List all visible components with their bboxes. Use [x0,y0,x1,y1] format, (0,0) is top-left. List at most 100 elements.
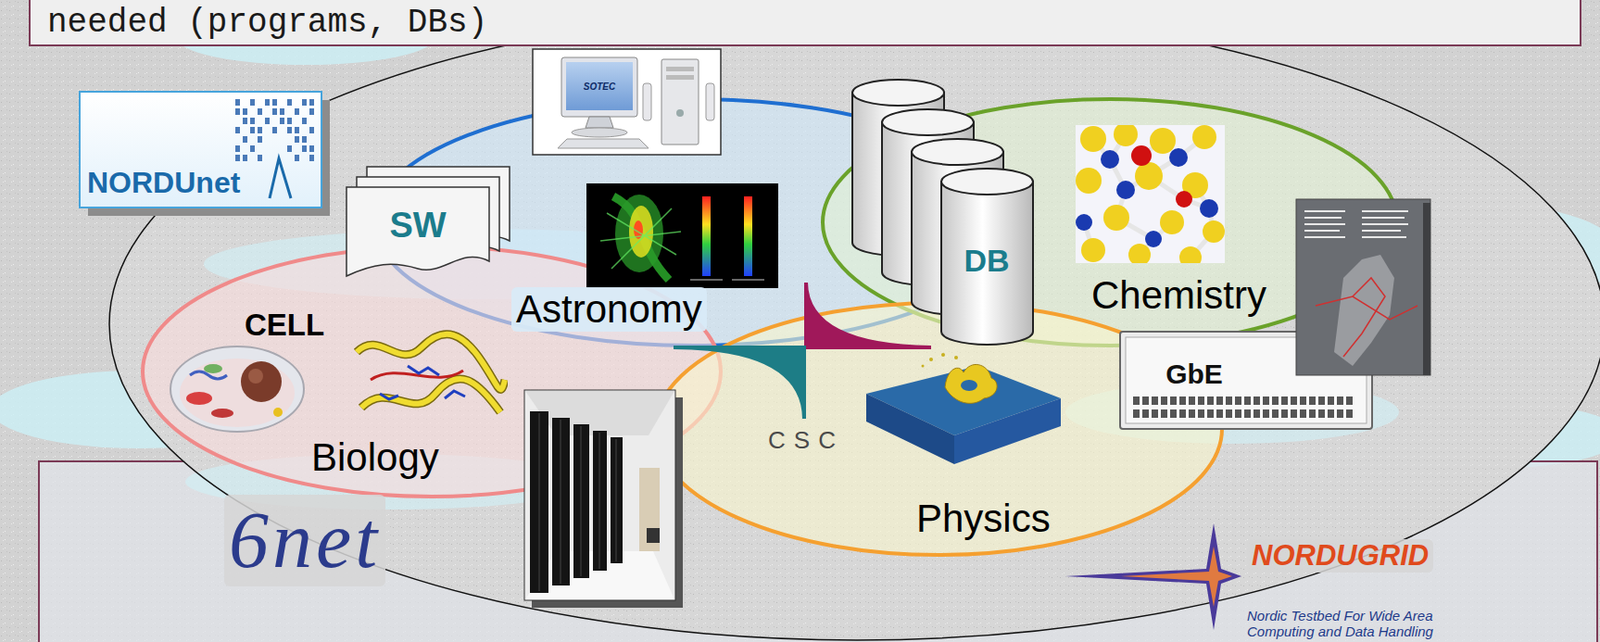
label-text: CELL [244,307,325,343]
switch-box-outline-part [1133,409,1140,418]
molecule-picture-part-part [1083,134,1214,258]
network-map-picture-part-part [1304,216,1342,219]
physics-picture-part [954,398,1061,465]
switch-box-outline-part [1299,409,1307,418]
molecule-picture-part [1131,145,1152,166]
network-logo-box-outline-part [242,108,248,115]
network-logo-box-outline-part [287,117,292,125]
computer-picture-part [642,83,652,121]
label-text-holder: CSC [768,427,845,455]
computer-picture-part [666,75,694,80]
molecule-picture-part [1128,243,1151,264]
protein-picture [356,334,505,413]
cell-picture-part [179,358,295,428]
switch-box-outline-part [1207,396,1214,405]
switch-box-outline-part [1179,396,1186,405]
switch-box-text-holder: GbE [1165,358,1223,391]
network-map-picture-part-part [1304,229,1340,232]
computer-picture-part [666,66,694,72]
molecule-picture-part [1192,125,1217,150]
switch-box-outline-part [1170,396,1177,405]
switch-box-outline-part [1234,396,1242,405]
database-cylinders-outline [850,77,1036,347]
cell-picture-part [170,346,304,432]
protein-picture-part [379,365,466,400]
molecule-picture-part [1080,125,1107,152]
switch-box-outline-part [1281,409,1288,418]
switch-box-outline-part [1216,409,1223,418]
database-cylinders-text: DB [963,242,1009,279]
network-logo-box-outline-part [242,154,248,162]
label-text: SOTEC [583,81,616,93]
network-logo-box-outline-part [257,108,263,115]
network-logo-box-outline-part [302,99,307,106]
molecule-picture-part [1103,204,1130,231]
note-box: needed (programs, DBs) [28,0,1582,47]
switch-box-outline-part [1318,409,1325,418]
astronomy-picture-part [629,205,654,258]
switch-box-outline-part [1290,396,1298,405]
software-document-stack-outline-part [346,187,490,277]
partner-panel-text: 6net [224,494,386,587]
switch-box-outline-part [1225,409,1233,418]
network-logo-box-outline-part [309,99,315,106]
network-logo-box-outline-part [287,145,292,152]
network-logo-box-text-holder: NORDUnet [87,165,240,201]
network-logo-box-outline-part [272,126,278,134]
molecule-picture-part [1075,214,1093,231]
partner-panel-text-holder: 6net [224,494,386,587]
molecule-picture-part [1159,210,1185,235]
molecule-picture-part [1169,148,1188,167]
server-room-picture-part [639,467,660,552]
switch-box-outline-part [1197,409,1205,418]
molecule-picture-part [1134,162,1163,190]
network-map-picture-part [1334,254,1395,366]
switch-box-outline-part [1216,396,1223,405]
molecule-picture-part [1075,167,1102,194]
partner-panel-text-holder: NORDUGRID [1247,539,1434,573]
astronomy-picture-part [586,183,779,289]
field-ellipse-text: Astronomy [511,287,707,332]
field-ellipse-text: Chemistry [1091,273,1267,318]
physics-picture-part [960,379,978,391]
network-logo-box-outline-part [242,117,248,125]
field-ellipse-text-holder: Biology [311,435,440,480]
network-logo-box-outline-part [264,117,270,125]
computer-picture-part [566,62,633,111]
nordugrid-star-logo [1065,523,1242,630]
software-document-stack-text: SW [389,205,446,247]
network-map-picture-part-part [1361,236,1407,239]
molecule-picture-part [1149,127,1176,154]
network-logo-box-outline-part [279,117,285,125]
field-ellipse-text-holder: Chemistry [1091,273,1267,318]
network-map-picture-part [1296,199,1431,376]
computer-picture-part [532,49,721,155]
network-logo-box-outline-part [257,126,263,134]
switch-box-outline-part [1133,396,1140,405]
network-map-picture-part-part [1361,210,1409,213]
database-cylinders-outline-part [941,168,1034,195]
astronomy-picture-part [743,196,753,277]
label-text-holder: CELL [244,307,325,343]
cell-picture-part [273,407,283,417]
astronomy-picture-part [615,194,664,273]
switch-box-outline-part [1299,396,1307,405]
network-logo-box-outline-part [257,136,263,143]
network-logo-box-outline-part [294,126,300,134]
switch-box-outline-part [1160,396,1168,405]
switch-box-outline-part [1225,396,1233,405]
molecule-picture-part [1100,150,1120,169]
network-logo-box-outline-part [309,108,315,115]
protein-picture-part [356,334,505,391]
molecule-picture-part [1081,238,1106,263]
note-box-text-holder: needed (programs, DBs) [47,3,488,42]
network-logo-box-outline-part [235,108,240,115]
computer-picture [532,49,721,155]
switch-box-outline-part [1327,409,1335,418]
network-logo-box-text: NORDUnet [87,165,240,201]
server-room-picture-part [646,528,660,543]
network-logo-box-outline-part [287,126,292,134]
database-cylinders-outline-part [881,109,974,136]
switch-box-outline-part [1188,396,1196,405]
network-logo-box-outline-part [294,136,300,143]
